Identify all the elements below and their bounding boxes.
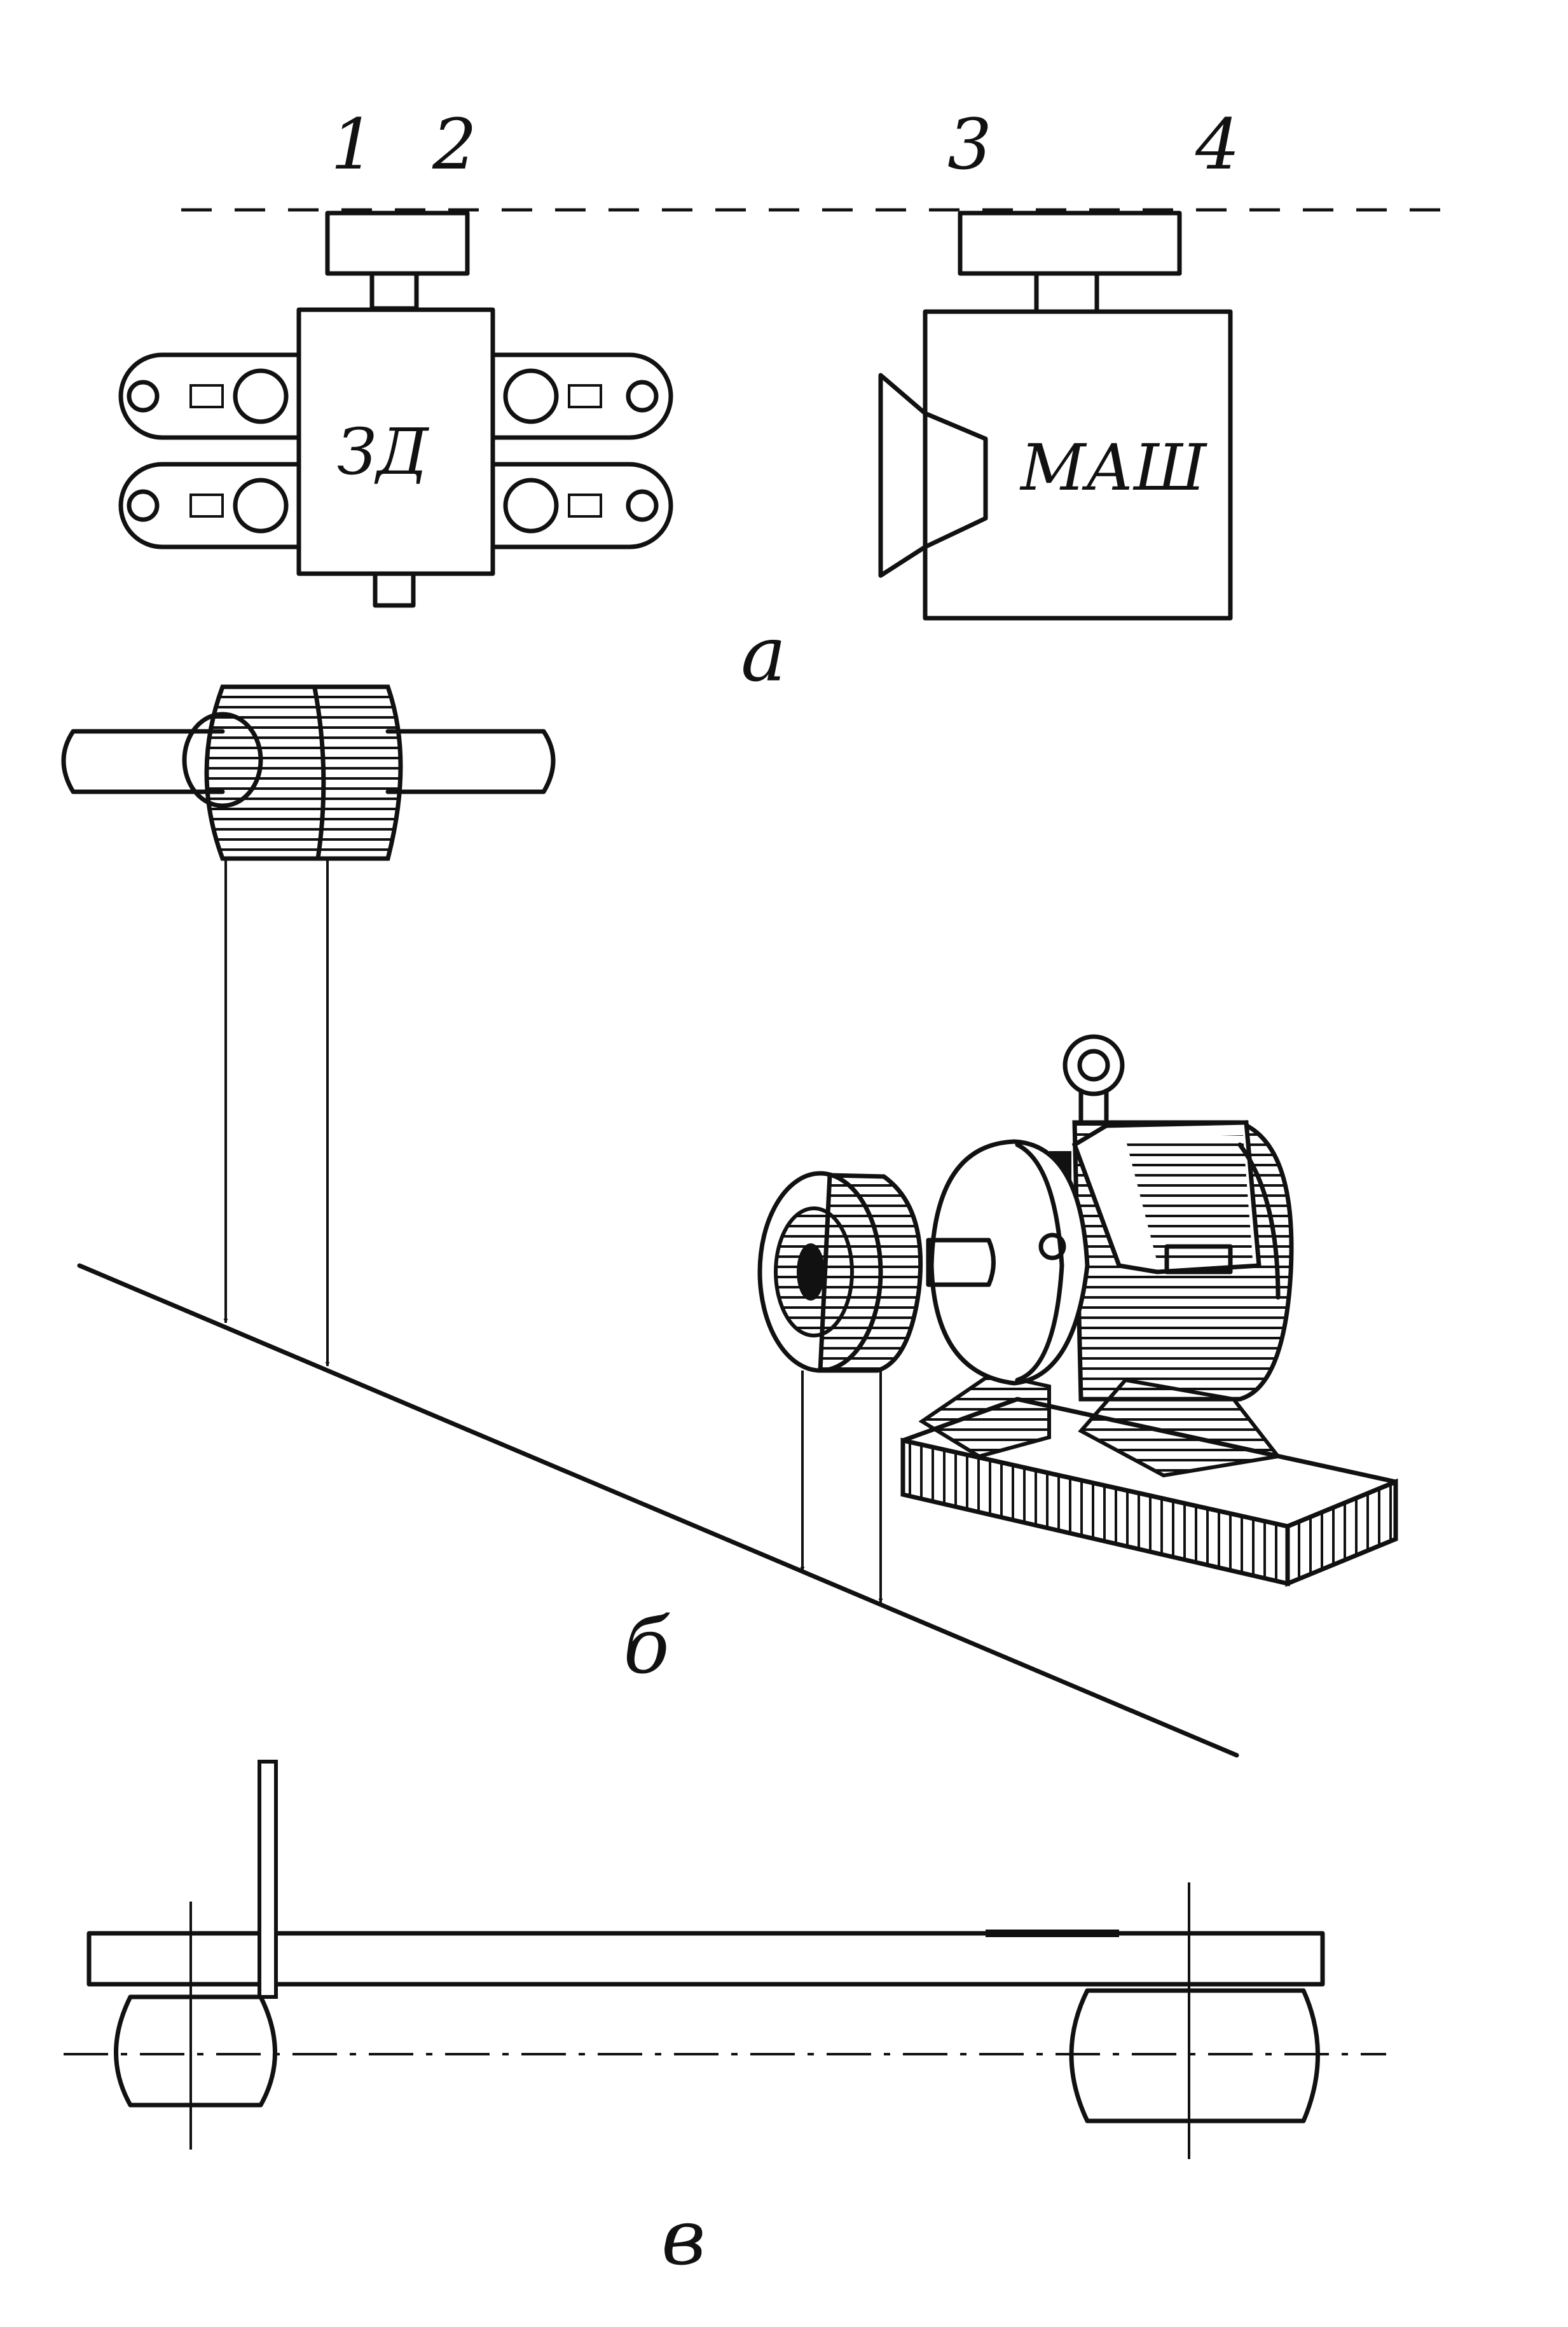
machine-label: МАШ — [1019, 431, 1207, 505]
coupling-bore — [797, 1243, 825, 1301]
motor-foot-top-right — [490, 352, 673, 440]
motor-coupling-rim — [818, 1173, 923, 1373]
right-coupling-half — [1069, 1988, 1320, 2123]
motor-foot-bottom-left — [118, 462, 301, 549]
fan-cover-edge — [1237, 1142, 1281, 1300]
electric-motor-perspective — [757, 1034, 1398, 1587]
machine-coupling-half — [958, 211, 1182, 276]
motor-foot-front — [918, 1371, 1051, 1459]
motor-shaft-end — [369, 271, 419, 311]
motor-plan: ЗД — [118, 211, 673, 608]
motor-foot-bottom-right — [490, 462, 673, 549]
part-b-perspective-view: б — [61, 684, 1398, 1758]
point-label-1: 1 — [331, 104, 375, 185]
coupling-split-line — [312, 686, 326, 861]
point-label-2: 2 — [432, 104, 477, 185]
caption-v: в — [661, 2194, 706, 2282]
motor-label: ЗД — [337, 415, 429, 489]
lifting-eye — [1063, 1034, 1125, 1122]
left-coupling-half — [114, 1994, 277, 2108]
shaft-right — [385, 729, 556, 794]
part-a-plan-view: 1 2 3 4 ЗД — [118, 104, 1456, 699]
motor-coupling-face — [757, 1171, 883, 1373]
coupling-halves — [204, 684, 403, 861]
part-v-side-view: в — [64, 1760, 1386, 2282]
shaft-with-coupling — [61, 684, 556, 861]
motor-coupling-half — [325, 211, 470, 276]
motor-foot-top-left — [118, 352, 301, 440]
shaft-left — [61, 729, 225, 794]
feeler-probe — [258, 1760, 278, 1999]
projection-plane-line — [77, 1263, 1239, 1758]
caption-a: а — [741, 611, 787, 699]
machine-shaft-end — [1034, 271, 1099, 314]
bolt-hole — [1038, 1233, 1066, 1260]
terminal-box — [1164, 1244, 1233, 1274]
machine-side-housing — [878, 373, 928, 578]
front-end-shield — [929, 1139, 1090, 1386]
machine-body — [923, 309, 1233, 621]
motor-shaft — [926, 1238, 996, 1287]
caption-b: б — [623, 1603, 670, 1691]
machine-plan: МАШ — [878, 211, 1233, 621]
base-plate-side — [1285, 1478, 1398, 1587]
point-label-4: 4 — [1195, 104, 1240, 185]
point-label-3: 3 — [947, 104, 992, 185]
straight-edge — [86, 1931, 1325, 1987]
motor-rear-shaft — [373, 571, 416, 608]
